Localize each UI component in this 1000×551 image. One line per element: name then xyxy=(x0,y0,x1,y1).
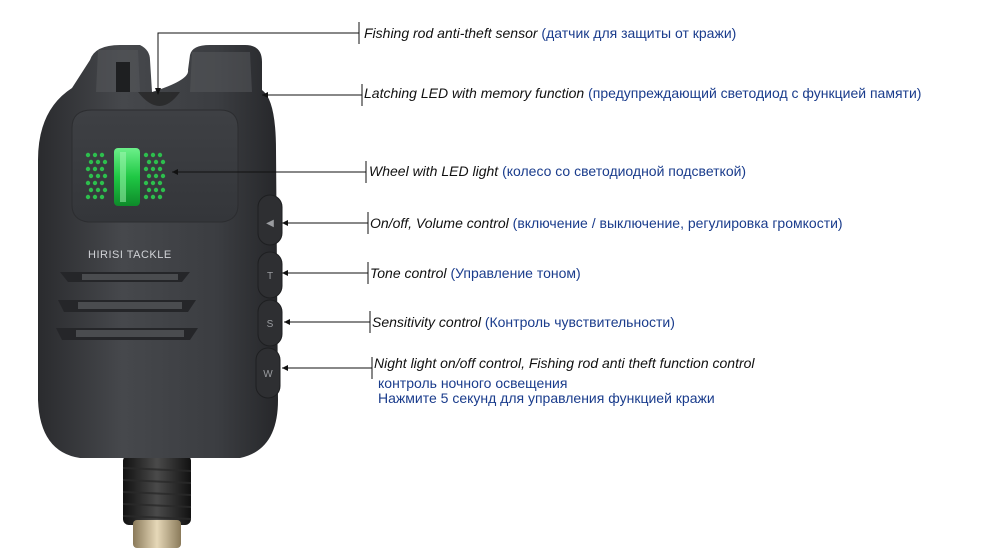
speaker-hole xyxy=(150,194,156,200)
speaker-hole xyxy=(92,180,98,186)
tone-glyph: T xyxy=(267,271,273,282)
annotation-sensitivity-ru: (Контроль чувствительности) xyxy=(484,314,675,330)
speaker-hole xyxy=(92,166,98,172)
side-buttons: ◀ T S W xyxy=(255,194,283,399)
speaker-hole xyxy=(146,187,152,193)
speaker-hole xyxy=(102,187,108,193)
annotation-latching-led: Latching LED with memory function (преду… xyxy=(364,85,921,102)
speaker-hole xyxy=(92,194,98,200)
annotation-latching-led-en: Latching LED with memory function xyxy=(364,85,585,101)
speaker-hole xyxy=(88,159,94,165)
speaker-icon: ◀ xyxy=(266,218,274,229)
speaker-hole xyxy=(85,152,91,158)
speaker-hole xyxy=(99,194,105,200)
speaker-hole xyxy=(150,152,156,158)
annotation-tone-en: Tone control xyxy=(370,265,447,281)
annotation-night-light-en: Night light on/off control, Fishing rod … xyxy=(374,355,755,371)
night-light-button[interactable] xyxy=(255,347,281,399)
annotation-tone: Tone control (Управление тоном) xyxy=(370,265,581,282)
speaker-hole xyxy=(99,152,105,158)
speaker-hole xyxy=(160,187,166,193)
speaker-hole xyxy=(160,159,166,165)
speaker-hole xyxy=(157,166,163,172)
callout-line-sensor xyxy=(157,32,359,92)
speaker-hole xyxy=(85,194,91,200)
speaker-hole xyxy=(143,166,149,172)
brass-insert xyxy=(133,520,181,548)
threaded-mount xyxy=(122,455,192,548)
speaker-hole xyxy=(153,159,159,165)
vent-slots xyxy=(56,272,198,340)
callout-lines xyxy=(157,22,373,379)
speaker-hole xyxy=(153,187,159,193)
annotation-night-light: Night light on/off control, Fishing rod … xyxy=(374,355,755,372)
speaker-hole xyxy=(143,194,149,200)
rod-groove xyxy=(138,92,180,106)
annotation-latching-led-ru: (предупреждающий светодиод с функцией па… xyxy=(588,85,922,101)
tone-button[interactable] xyxy=(257,251,283,299)
callout-arrowheads xyxy=(155,88,290,371)
speaker-hole xyxy=(157,194,163,200)
speaker-hole xyxy=(153,173,159,179)
speaker-hole xyxy=(95,187,101,193)
annotation-night-light-ru-1: контроль ночного освещения xyxy=(378,375,568,391)
annotation-volume-ru: (включение / выключение, регулировка гро… xyxy=(512,215,843,231)
annotation-sensitivity: Sensitivity control (Контроль чувствител… xyxy=(372,314,675,331)
speaker-hole xyxy=(150,166,156,172)
speaker-hole xyxy=(157,152,163,158)
annotation-sensor: Fishing rod anti-theft sensor (датчик дл… xyxy=(364,25,736,42)
front-panel xyxy=(71,109,239,223)
volume-button[interactable] xyxy=(257,194,283,246)
annotation-sensitivity-en: Sensitivity control xyxy=(372,314,481,330)
speaker-hole xyxy=(102,159,108,165)
annotation-wheel: Wheel with LED light (колесо со светодио… xyxy=(369,163,746,180)
speaker-hole xyxy=(150,180,156,186)
speaker-hole xyxy=(95,159,101,165)
speaker-hole xyxy=(88,187,94,193)
speaker-hole xyxy=(85,166,91,172)
brand-label: HIRISI TACKLE xyxy=(88,249,172,261)
speaker-hole xyxy=(92,152,98,158)
speaker-grid-right xyxy=(143,152,166,200)
annotation-sensor-en: Fishing rod anti-theft sensor xyxy=(364,25,538,41)
sensitivity-glyph: S xyxy=(267,319,274,330)
led-wheel[interactable] xyxy=(114,148,140,206)
annotation-wheel-ru: (колесо со светодиодной подсветкой) xyxy=(502,163,747,179)
annotation-wheel-en: Wheel with LED light xyxy=(369,163,499,179)
speaker-hole xyxy=(85,180,91,186)
speaker-hole xyxy=(88,173,94,179)
annotation-sensor-ru: (датчик для защиты от кражи) xyxy=(541,25,737,41)
annotation-volume-en: On/off, Volume control xyxy=(370,215,509,231)
speaker-hole xyxy=(160,173,166,179)
speaker-hole xyxy=(95,173,101,179)
anti-theft-sensor xyxy=(116,62,130,92)
speaker-grid-left xyxy=(85,152,108,200)
speaker-hole xyxy=(102,173,108,179)
annotation-tone-ru: (Управление тоном) xyxy=(450,265,581,281)
speaker-hole xyxy=(143,180,149,186)
night-glyph: W xyxy=(263,369,273,380)
annotation-volume: On/off, Volume control (включение / выкл… xyxy=(370,215,843,232)
right-ear xyxy=(190,52,252,92)
speaker-hole xyxy=(146,159,152,165)
speaker-hole xyxy=(143,152,149,158)
sensitivity-button[interactable] xyxy=(257,299,283,347)
speaker-hole xyxy=(99,166,105,172)
speaker-hole xyxy=(146,173,152,179)
speaker-hole xyxy=(157,180,163,186)
annotation-night-light-ru-2: Нажмите 5 секунд для управления функцией… xyxy=(378,390,715,406)
speaker-hole xyxy=(99,180,105,186)
